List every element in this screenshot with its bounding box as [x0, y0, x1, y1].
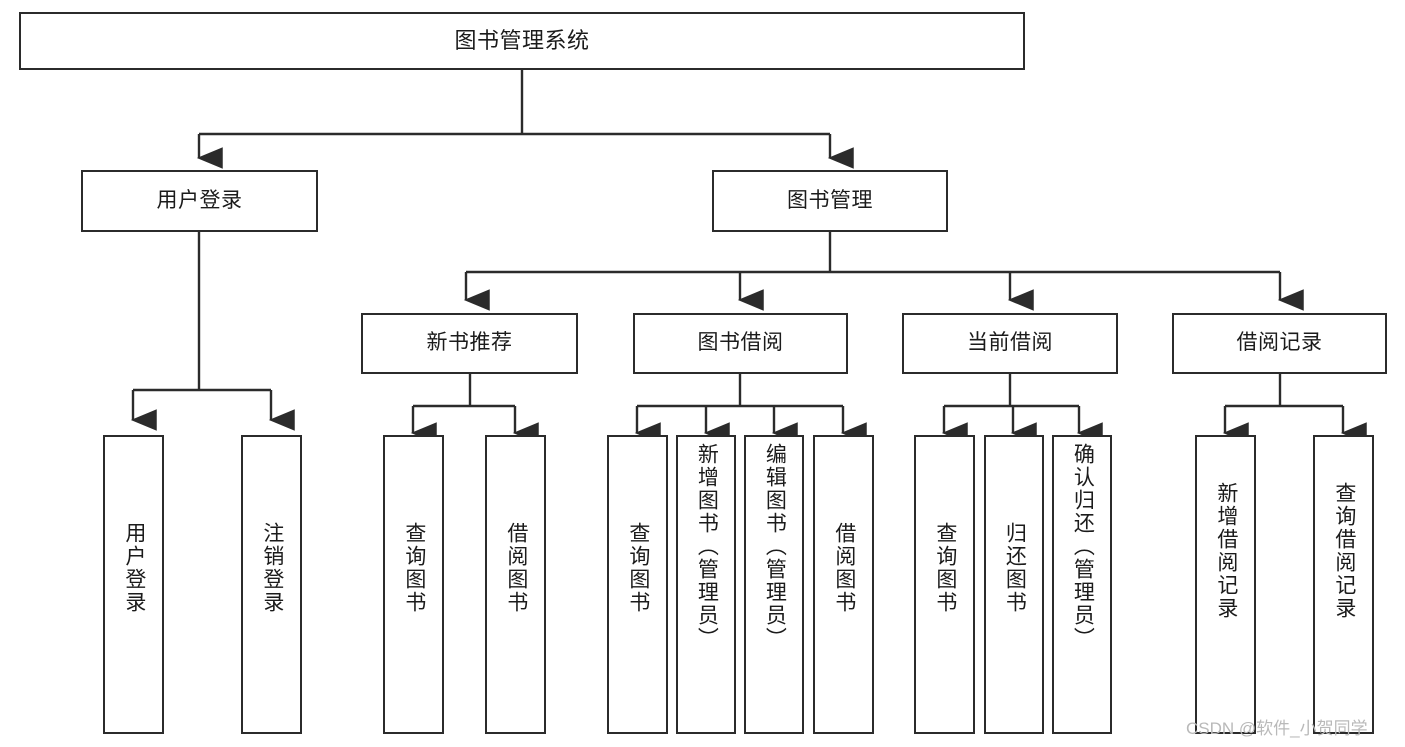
leaf-logout[interactable]: 注销登录 — [241, 435, 302, 734]
node-book-manage-label: 图书管理 — [787, 188, 873, 212]
node-root[interactable]: 图书管理系统 — [19, 12, 1025, 70]
node-book-borrow[interactable]: 图书借阅 — [633, 313, 848, 374]
node-book-manage[interactable]: 图书管理 — [712, 170, 948, 232]
node-current-borrow-label: 当前借阅 — [967, 331, 1053, 355]
leaf-query-book-3-label: 查询图书 — [933, 522, 957, 614]
leaf-add-record-label: 新增借阅记录 — [1214, 482, 1238, 620]
leaf-return-book-label: 归还图书 — [1003, 522, 1027, 614]
leaf-borrow-book-1[interactable]: 借阅图书 — [485, 435, 546, 734]
leaf-query-record[interactable]: 查询借阅记录 — [1313, 435, 1374, 734]
leaf-borrow-book-2[interactable]: 借阅图书 — [813, 435, 874, 734]
leaf-confirm-return[interactable]: 确认归还（管理员） — [1052, 435, 1112, 734]
leaf-logout-label: 注销登录 — [260, 522, 284, 614]
leaf-borrow-book-2-label: 借阅图书 — [832, 522, 856, 614]
leaf-query-book-2-label: 查询图书 — [626, 522, 650, 614]
leaf-add-record[interactable]: 新增借阅记录 — [1195, 435, 1256, 734]
leaf-borrow-book-1-label: 借阅图书 — [504, 522, 528, 614]
leaf-query-book-1-label: 查询图书 — [402, 522, 426, 614]
leaf-add-book-label: 新增图书（管理员） — [695, 443, 719, 650]
leaf-edit-book[interactable]: 编辑图书（管理员） — [744, 435, 804, 734]
leaf-user-login[interactable]: 用户登录 — [103, 435, 164, 734]
leaf-confirm-return-label: 确认归还（管理员） — [1071, 443, 1095, 650]
node-new-book-rec-label: 新书推荐 — [426, 331, 513, 355]
node-user-login-label: 用户登录 — [156, 188, 243, 212]
node-new-book-rec[interactable]: 新书推荐 — [361, 313, 578, 374]
leaf-query-book-1[interactable]: 查询图书 — [383, 435, 444, 734]
leaf-return-book[interactable]: 归还图书 — [984, 435, 1044, 734]
node-current-borrow[interactable]: 当前借阅 — [902, 313, 1118, 374]
node-book-borrow-label: 图书借阅 — [697, 331, 784, 355]
node-borrow-record[interactable]: 借阅记录 — [1172, 313, 1387, 374]
leaf-query-record-label: 查询借阅记录 — [1332, 482, 1356, 620]
leaf-user-login-label: 用户登录 — [122, 522, 146, 614]
csdn-watermark: CSDN @软件_小贺同学 — [1186, 719, 1368, 738]
leaf-add-book[interactable]: 新增图书（管理员） — [676, 435, 736, 734]
node-root-label: 图书管理系统 — [454, 28, 590, 54]
leaf-edit-book-label: 编辑图书（管理员） — [763, 443, 787, 650]
node-borrow-record-label: 借阅记录 — [1236, 331, 1323, 355]
leaf-query-book-2[interactable]: 查询图书 — [607, 435, 668, 734]
leaf-query-book-3[interactable]: 查询图书 — [914, 435, 975, 734]
node-user-login[interactable]: 用户登录 — [81, 170, 318, 232]
